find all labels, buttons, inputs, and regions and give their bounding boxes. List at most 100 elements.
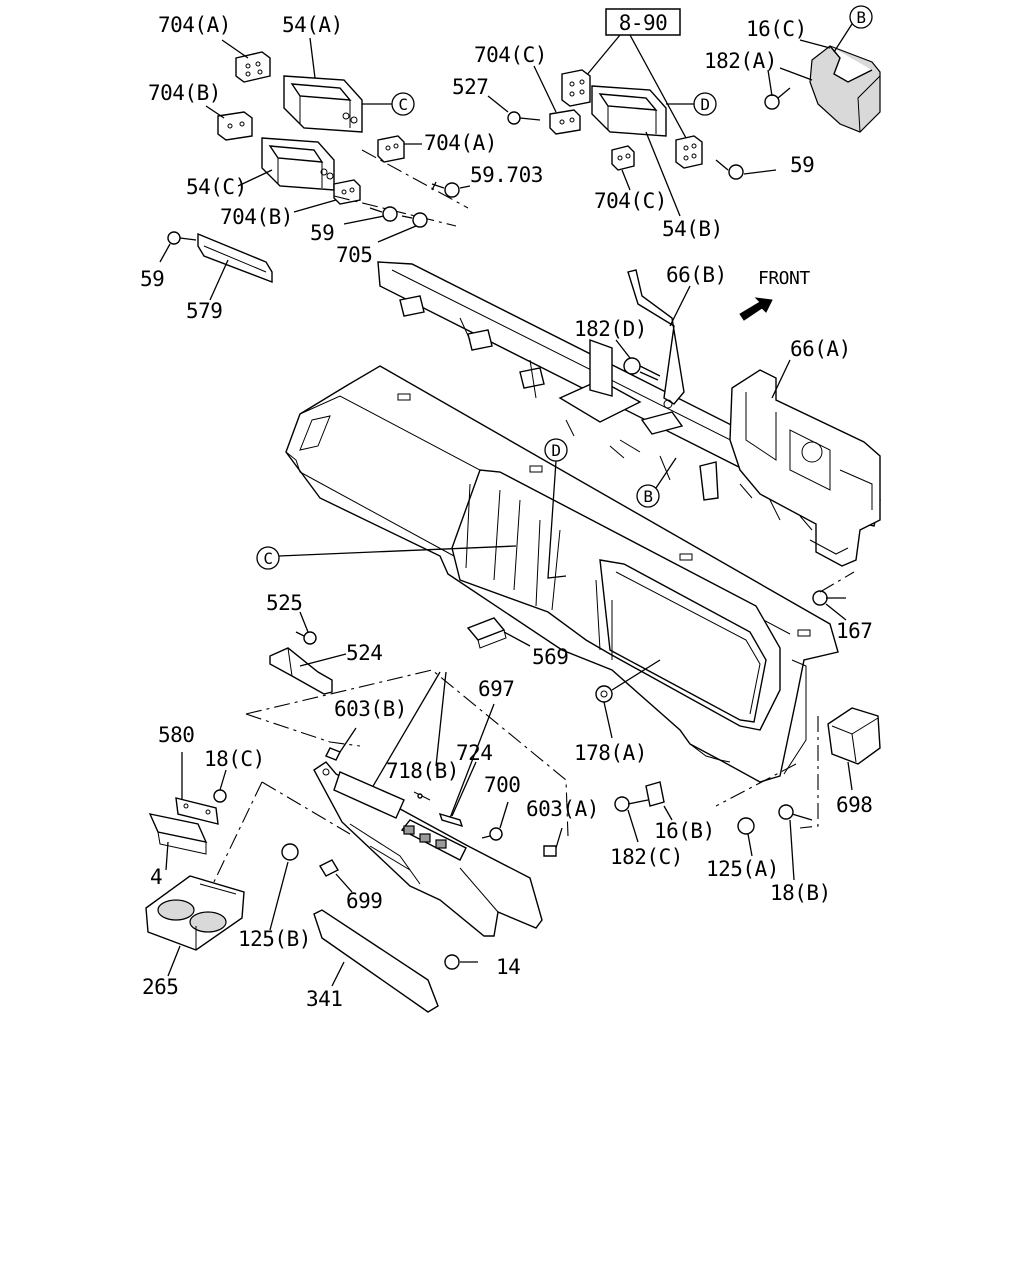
label-525: 525 bbox=[266, 591, 302, 615]
label-18c: 18(C) bbox=[204, 747, 265, 771]
bracket-569 bbox=[466, 617, 531, 649]
label-54b: 54(B) bbox=[662, 217, 723, 241]
circle-ref-b-label: B bbox=[643, 487, 652, 506]
front-direction-arrow: FRONT bbox=[739, 268, 811, 321]
instrument-panel-body bbox=[285, 365, 839, 783]
circle-ref-b-top-label: B bbox=[856, 8, 865, 27]
label-182a: 182(A) bbox=[704, 49, 777, 73]
label-182c: 182(C) bbox=[610, 845, 683, 869]
label-59-left: 59 bbox=[140, 267, 164, 291]
circle-ref-d-top-label: D bbox=[700, 95, 709, 114]
label-704a-mid: 704(A) bbox=[424, 131, 497, 155]
bracket-580 bbox=[175, 752, 219, 825]
bracket-704c-small bbox=[549, 109, 581, 135]
circle-ref-c-label: C bbox=[263, 549, 272, 568]
label-59-right: 59 bbox=[790, 153, 814, 177]
label-182d: 182(D) bbox=[574, 317, 647, 341]
screw-525 bbox=[295, 611, 317, 645]
label-704a-top: 704(A) bbox=[158, 13, 231, 37]
label-700: 700 bbox=[484, 773, 520, 797]
screw-14 bbox=[444, 954, 478, 970]
module-579 bbox=[197, 232, 273, 301]
glove-box-door-341 bbox=[313, 909, 439, 1013]
label-718b: 718(B) bbox=[386, 759, 459, 783]
bolt-167 bbox=[812, 571, 855, 621]
screw-59-mid bbox=[343, 206, 398, 225]
cover-698 bbox=[827, 707, 881, 791]
label-16b: 16(B) bbox=[654, 819, 715, 843]
glove-box-frame-697 bbox=[313, 761, 543, 937]
reference-box-8-90: 8-90 bbox=[585, 8, 687, 139]
front-label: FRONT bbox=[758, 268, 810, 289]
label-4: 4 bbox=[150, 865, 162, 889]
label-697: 697 bbox=[478, 677, 514, 701]
label-167: 167 bbox=[836, 619, 872, 643]
label-724: 724 bbox=[456, 741, 492, 765]
label-18b: 18(B) bbox=[770, 881, 831, 905]
bracket-704c-lower bbox=[611, 145, 635, 191]
bracket-704c-top bbox=[533, 65, 591, 113]
label-569: 569 bbox=[532, 645, 568, 669]
label-704c-top: 704(C) bbox=[474, 43, 547, 67]
lid-4 bbox=[148, 813, 208, 871]
label-579: 579 bbox=[186, 299, 222, 323]
label-524: 524 bbox=[346, 641, 382, 665]
label-603a: 603(A) bbox=[526, 797, 599, 821]
screw-182a bbox=[764, 69, 791, 110]
bolt-182c bbox=[614, 796, 649, 843]
part-labels: 704(A) 54(A) 704(B) 704(A) 54(C) 704(B) … bbox=[140, 13, 873, 1011]
bracket-704c-right bbox=[675, 135, 703, 169]
bracket-704a-top bbox=[221, 39, 271, 83]
label-66a: 66(A) bbox=[790, 337, 851, 361]
bolt-182d bbox=[615, 339, 661, 381]
label-16c: 16(C) bbox=[746, 17, 807, 41]
label-580: 580 bbox=[158, 723, 194, 747]
label-527: 527 bbox=[452, 75, 488, 99]
label-59-703: 59.703 bbox=[470, 163, 543, 187]
label-603b: 603(B) bbox=[334, 697, 407, 721]
label-125b: 125(B) bbox=[238, 927, 311, 951]
bracket-16b bbox=[645, 781, 673, 821]
label-178a: 178(A) bbox=[574, 741, 647, 765]
label-54c: 54(C) bbox=[186, 175, 247, 199]
cover-16c bbox=[779, 39, 881, 133]
label-125a: 125(A) bbox=[706, 857, 779, 881]
clip-125b bbox=[269, 843, 299, 931]
label-14: 14 bbox=[496, 955, 520, 979]
bracket-704b-top bbox=[205, 105, 253, 141]
label-341: 341 bbox=[306, 987, 342, 1011]
label-699: 699 bbox=[346, 889, 382, 913]
cup-holder-265 bbox=[145, 875, 245, 977]
screw-59-left bbox=[159, 231, 197, 263]
bracket-704a-mid bbox=[377, 135, 422, 163]
label-705: 705 bbox=[336, 243, 372, 267]
clip-178a bbox=[595, 659, 661, 739]
label-698: 698 bbox=[836, 793, 872, 817]
label-54a: 54(A) bbox=[282, 13, 343, 37]
label-704b-top: 704(B) bbox=[148, 81, 221, 105]
circle-ref-b-panel: B bbox=[636, 457, 677, 508]
brace-66b bbox=[627, 269, 691, 409]
clip-125a bbox=[737, 817, 755, 857]
circle-ref-d-panel: D bbox=[544, 438, 568, 579]
label-704b-mid: 704(B) bbox=[220, 205, 293, 229]
pin-718b bbox=[413, 791, 431, 801]
screw-59-right bbox=[715, 159, 777, 180]
label-59-mid: 59 bbox=[310, 221, 334, 245]
pocket-54b bbox=[591, 85, 694, 217]
label-704c-bottom: 704(C) bbox=[594, 189, 667, 213]
screw-705 bbox=[377, 212, 428, 243]
pocket-54c bbox=[237, 137, 335, 191]
reference-8-90-label: 8-90 bbox=[619, 11, 668, 35]
handle-724 bbox=[438, 761, 477, 828]
label-265: 265 bbox=[142, 975, 178, 999]
circle-ref-d-label: D bbox=[551, 441, 560, 460]
screw-59-703 bbox=[431, 181, 471, 198]
circle-ref-b-cover: B bbox=[833, 5, 873, 53]
screw-700 bbox=[481, 801, 509, 841]
circle-ref-c-top-label: C bbox=[398, 95, 407, 114]
clip-603b bbox=[325, 727, 357, 761]
clip-603a bbox=[543, 827, 563, 857]
clip-699 bbox=[319, 859, 353, 893]
